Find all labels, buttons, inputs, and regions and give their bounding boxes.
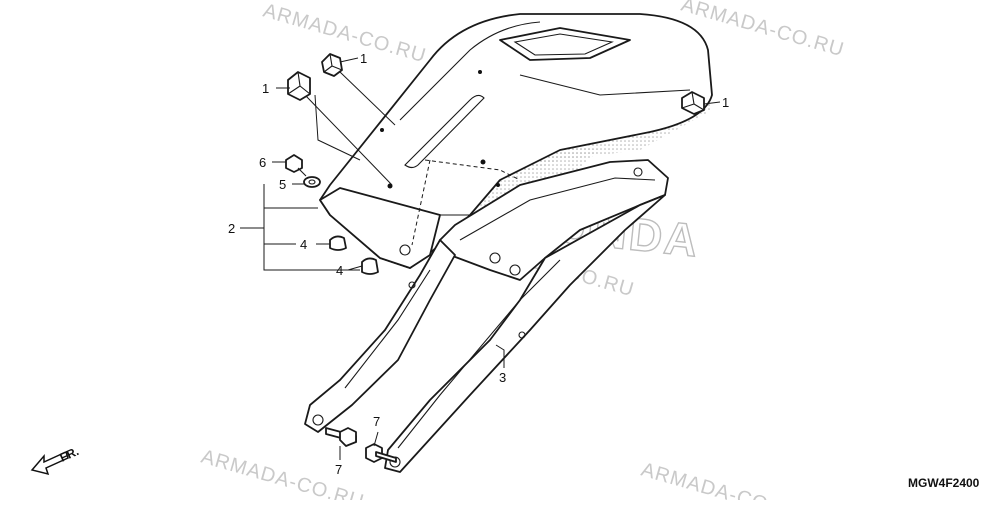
diagram-code: MGW4F2400 <box>908 476 980 490</box>
grommet-part-4-upper <box>329 235 347 251</box>
watermark-top-left: ARMADA-CO.RU <box>261 0 429 67</box>
rear-fender <box>319 13 713 269</box>
grommet-part-4-lower <box>361 257 379 275</box>
hardware <box>285 53 705 463</box>
bracket-leg-edge <box>344 259 561 449</box>
fender-recess-inner <box>513 33 614 56</box>
cushion-part-1-left <box>287 71 311 101</box>
callout-label: 1 <box>262 81 269 96</box>
bracket-mount-hole <box>312 414 324 426</box>
callouts: 1 1 1 6 5 2 4 4 3 7 7 <box>228 51 729 477</box>
callout-label: 4 <box>336 263 343 278</box>
bracket-crossbar-inner <box>459 177 656 241</box>
rear-bracket <box>304 159 669 473</box>
bracket-hole <box>633 167 643 177</box>
callout-label: 3 <box>499 370 506 385</box>
bracket-hole <box>518 331 526 339</box>
front-arrow-icon <box>30 450 69 476</box>
watermark-bottom-right: ARMADA-CO.RU <box>639 459 807 500</box>
cushion-part-1-right <box>681 91 705 115</box>
bolt-part-7-left <box>325 427 357 447</box>
bracket-hole <box>509 264 521 276</box>
callout-label: 5 <box>279 177 286 192</box>
callout-label: 6 <box>259 155 266 170</box>
fender-hole <box>496 183 500 187</box>
callout-label: 7 <box>335 462 342 477</box>
bolt-part-6 <box>285 154 307 177</box>
callout-label: 1 <box>360 51 367 66</box>
fender-hole <box>380 128 384 132</box>
cushion-part-1-top <box>321 53 343 77</box>
front-direction-indicator: FR. <box>30 444 81 476</box>
washer-part-5 <box>303 176 321 188</box>
bracket-hole <box>408 281 416 289</box>
front-label: FR. <box>58 444 81 465</box>
fender-recess <box>499 27 631 61</box>
fender-hidden-line <box>411 159 521 246</box>
fender-side-edge <box>519 74 691 151</box>
callout-label: 4 <box>300 237 307 252</box>
callout-label: 2 <box>228 221 235 236</box>
fender-slot <box>404 94 485 169</box>
fender-top-ridge <box>399 21 541 121</box>
callout-label: 1 <box>722 95 729 110</box>
callout-label: 7 <box>373 414 380 429</box>
bracket-hole <box>489 252 501 264</box>
fender-hole <box>480 159 486 165</box>
fender-grommet-hole <box>399 244 411 256</box>
fender-hole <box>478 70 482 74</box>
bolt-part-7-right <box>365 443 397 463</box>
fender-shading-lower <box>455 140 600 215</box>
bracket-left-leg <box>304 239 456 433</box>
leader-lines <box>240 57 721 460</box>
